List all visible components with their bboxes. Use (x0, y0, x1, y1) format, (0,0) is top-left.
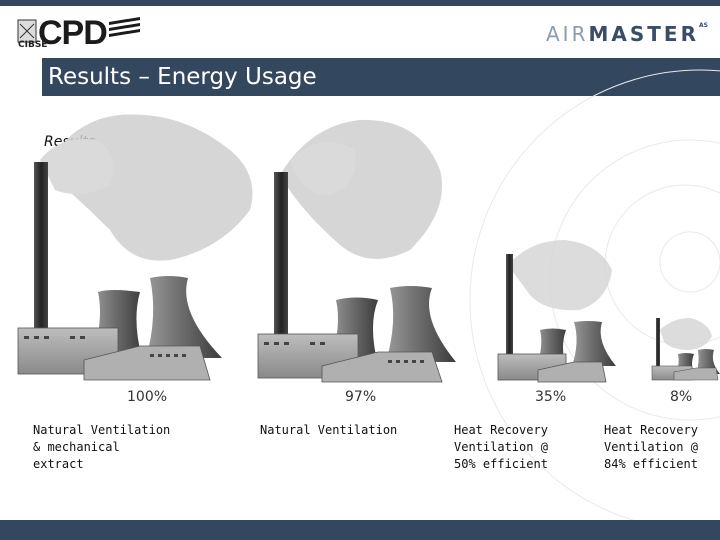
cpd-logo-text: CPD (38, 14, 108, 52)
result-percent-4: 8% (670, 389, 693, 405)
bottom-rule (0, 520, 720, 540)
power-station-100 (17, 114, 253, 381)
power-station-35 (497, 240, 616, 383)
result-percent-3: 35% (535, 389, 567, 405)
airmaster-logo: AIRMASTERAS (546, 22, 708, 46)
top-rule (0, 0, 720, 6)
result-percent-2: 97% (345, 389, 377, 405)
cibse-logo-text: CIBSE (18, 40, 48, 50)
airmaster-logo-sup: AS (698, 22, 708, 29)
result-percent-1: 100% (127, 389, 168, 405)
title-band (0, 58, 720, 96)
result-label-3: Heat Recovery Ventilation @ 50% efficien… (454, 423, 548, 471)
power-station-97 (257, 119, 456, 383)
result-label-1: Natural Ventilation & mechanical extract (33, 423, 171, 471)
title-band-notch (0, 58, 42, 96)
power-station-8 (651, 318, 720, 381)
airmaster-logo-main: MASTER (588, 22, 699, 46)
airmaster-logo-prefix: AIR (546, 22, 589, 46)
result-label-4: Heat Recovery Ventilation @ 84% efficien… (604, 423, 698, 471)
cpd-logo-icon (17, 17, 140, 43)
page-title: Results – Energy Usage (48, 64, 317, 90)
result-label-2: Natural Ventilation (260, 423, 398, 437)
